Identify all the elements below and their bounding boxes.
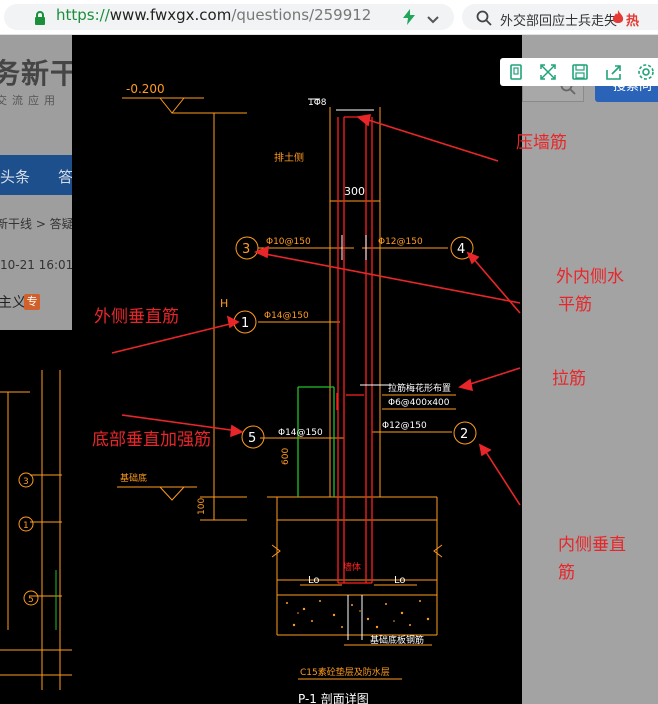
concrete-label: C15素砼垫层及防水层: [300, 666, 390, 678]
hot-label: 热: [626, 14, 640, 29]
lock-icon[interactable]: [34, 10, 46, 25]
search-box[interactable]: 外交部回应士兵走失 热: [462, 4, 658, 30]
url-text[interactable]: https://www.fwxgx.com/questions/259912: [56, 6, 371, 24]
site-logo[interactable]: 务新干: [0, 57, 80, 90]
post-date: 10-21 16:01: [0, 258, 74, 272]
thumb-mark-1: 1: [23, 521, 29, 531]
section-title: P-1 剖面详图: [298, 691, 369, 704]
lap-right: Lo: [394, 575, 406, 586]
settings-icon[interactable]: [636, 62, 656, 82]
bar5-spec: Φ14@150: [278, 428, 323, 438]
mark-3: 3: [242, 242, 250, 257]
cad-drawing-viewer[interactable]: -0.200 1Φ8 排土侧 300 Φ10@150 Φ12@150 Φ14@1…: [72, 35, 522, 704]
annotation-outer-inner-horizontal-1: 外内侧水: [556, 267, 624, 287]
search-icon: [476, 10, 492, 26]
fit-page-icon[interactable]: [506, 62, 526, 82]
nav-item-headlines[interactable]: 头条: [0, 168, 31, 186]
viewer-toolbar: [500, 58, 658, 86]
breadcrumb[interactable]: 新干线 > 答疑: [0, 217, 74, 231]
h600-dim: 600: [281, 448, 291, 465]
lap-left: Lo: [308, 575, 320, 586]
tag-badge: 专: [24, 294, 40, 310]
drawing-thumbnail: 3 1 5: [0, 330, 72, 704]
annotation-tie-bar: 拉筋: [552, 369, 586, 389]
bar3-spec: Φ10@150: [266, 237, 311, 247]
search-suggestion: 外交部回应士兵走失: [500, 14, 618, 29]
bar4-spec: Φ12@150: [378, 237, 423, 247]
fullscreen-icon[interactable]: [538, 62, 558, 82]
h-letter: H: [220, 297, 228, 310]
wall-label: 墙体: [343, 561, 361, 573]
side-label: 排土侧: [274, 151, 304, 164]
annotation-inner-vertical-1: 内侧垂直: [558, 535, 626, 555]
mark-4: 4: [457, 242, 465, 257]
browser-toolbar: https://www.fwxgx.com/questions/259912 外…: [0, 0, 658, 35]
slab-dim: 100: [197, 498, 207, 515]
url-scheme: https://: [56, 6, 110, 24]
bar1-spec: Φ14@150: [264, 311, 309, 321]
annotation-press-bar: 压墙筋: [516, 133, 567, 153]
lightning-icon[interactable]: [402, 9, 416, 25]
top-bar-mark: 1Φ8: [308, 98, 327, 108]
nav-item-answers[interactable]: 答: [58, 168, 74, 186]
url-path: /questions/259912: [231, 6, 372, 24]
post-title: 主义: [0, 295, 26, 311]
address-bar[interactable]: [4, 4, 454, 30]
annotation-bottom-vertical: 底部垂直加强筋: [92, 430, 211, 450]
annotation-inner-vertical-2: 筋: [558, 563, 575, 583]
elevation-label: -0.200: [126, 82, 165, 96]
membrane-label: 基础底板钢筋: [370, 634, 424, 646]
share-icon[interactable]: [604, 62, 624, 82]
width-dim: 300: [344, 185, 365, 198]
site-logo-subtitle: 交流应用: [0, 94, 60, 107]
cad-drawing: -0.200 1Φ8 排土侧 300 Φ10@150 Φ12@150 Φ14@1…: [111, 82, 521, 704]
mark-1: 1: [241, 316, 249, 331]
bar2-spec: Φ12@150: [382, 421, 427, 431]
thumb-mark-3: 3: [23, 477, 29, 487]
chevron-down-icon[interactable]: [426, 11, 440, 24]
annotation-outer-inner-horizontal-2: 平筋: [558, 295, 592, 315]
mark-2: 2: [460, 427, 468, 442]
ground-label: 基础底: [120, 472, 147, 484]
fire-icon: [612, 10, 624, 25]
right-panel: [522, 35, 658, 704]
tie-note: 拉筋梅花形布置: [388, 382, 451, 394]
annotation-outer-vertical: 外侧垂直筋: [94, 307, 179, 327]
thumb-mark-5: 5: [28, 595, 34, 605]
tie-spec: Φ6@400x400: [388, 398, 450, 408]
url-host: www.fwxgx.com: [109, 6, 232, 24]
save-icon[interactable]: [570, 62, 590, 82]
mark-5: 5: [248, 431, 256, 446]
